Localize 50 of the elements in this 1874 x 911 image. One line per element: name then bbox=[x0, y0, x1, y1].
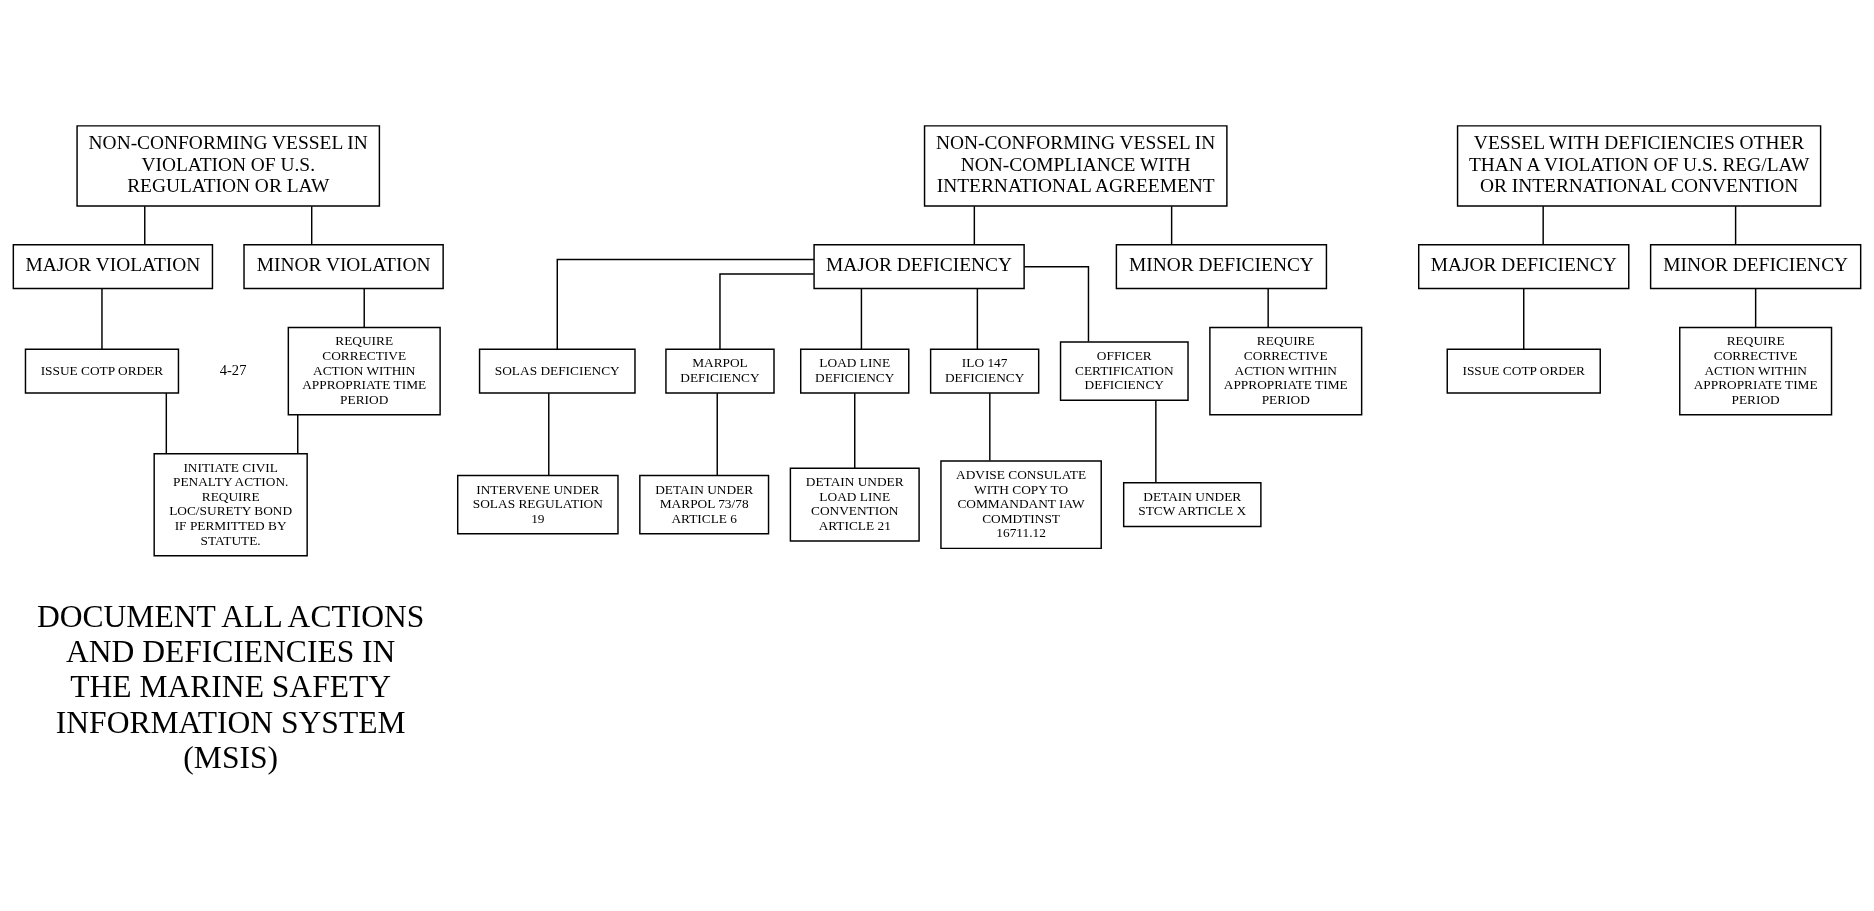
connector bbox=[1754, 288, 1757, 328]
node-box: MINOR DEFICIENCY bbox=[1115, 244, 1328, 290]
node-box: ISSUE COTP ORDER bbox=[24, 348, 180, 394]
node-box: DETAIN UNDER MARPOL 73/78 ARTICLE 6 bbox=[639, 474, 770, 535]
node-box: MINOR VIOLATION bbox=[243, 244, 444, 290]
connector bbox=[989, 392, 991, 462]
connector bbox=[144, 205, 146, 246]
connector bbox=[1023, 265, 1090, 343]
connector bbox=[556, 258, 815, 350]
node-box: OFFICER CERTIFICATION DEFICIENCY bbox=[1059, 341, 1189, 401]
node-box: REQUIRE CORRECTIVE ACTION WITHIN APPROPRIATE TIME PERIOD bbox=[287, 326, 441, 416]
node-box: NON-CONFORMING VESSEL IN VIOLATION OF U.S. REGULATION OR LAW bbox=[76, 125, 381, 207]
node-box: INITIATE CIVIL PENALTY ACTION. REQUIRE LOC/SURETY BOND IF PERMITTED BY STATUTE. bbox=[153, 452, 308, 557]
connector bbox=[860, 288, 863, 350]
connector bbox=[363, 288, 365, 328]
node-box: MAJOR DEFICIENCY bbox=[813, 244, 1025, 290]
connector bbox=[1267, 288, 1269, 328]
connector bbox=[101, 288, 103, 350]
node-box: INTERVENE UNDER SOLAS REGULATION 19 bbox=[456, 474, 619, 535]
node-box: SOLAS DEFICIENCY bbox=[478, 348, 636, 394]
connector bbox=[716, 392, 718, 476]
connector bbox=[1170, 205, 1173, 246]
connector bbox=[719, 273, 815, 350]
node-box: REQUIRE CORRECTIVE ACTION WITHIN APPROPRIATE TIME PERIOD bbox=[1209, 326, 1363, 416]
connector bbox=[854, 392, 856, 469]
node-box: MAJOR VIOLATION bbox=[12, 244, 214, 290]
label: 4-27 bbox=[219, 361, 247, 378]
connector bbox=[1542, 205, 1544, 246]
connector bbox=[548, 392, 550, 476]
node-box: ILO 147 DEFICIENCY bbox=[929, 348, 1040, 394]
connector bbox=[310, 205, 313, 246]
node-box: ISSUE COTP ORDER bbox=[1446, 348, 1601, 394]
connector bbox=[976, 288, 979, 350]
node-box: DETAIN UNDER LOAD LINE CONVENTION ARTICLE 21 bbox=[789, 467, 920, 542]
node-box: ADVISE CONSULATE WITH COPY TO COMMANDANT IAW COMDTINST 16711.12 bbox=[940, 460, 1102, 550]
node-box: LOAD LINE DEFICIENCY bbox=[800, 348, 910, 394]
node-box: MARPOL DEFICIENCY bbox=[665, 348, 775, 394]
connector bbox=[973, 205, 976, 246]
connector bbox=[297, 414, 299, 455]
label: DOCUMENT ALL ACTIONS AND DEFICIENCIES IN THE MARINE SAFETY INFORMATION SYSTEM (MSIS) bbox=[36, 599, 425, 775]
node-box: MINOR DEFICIENCY bbox=[1649, 244, 1862, 290]
connector bbox=[1155, 399, 1157, 484]
connector bbox=[1734, 205, 1737, 246]
connector bbox=[165, 392, 168, 454]
node-box: VESSEL WITH DEFICIENCIES OTHER THAN A VIOLATION OF U.S. REG/LAW OR INTERNATIONAL CONVENTION bbox=[1456, 125, 1822, 207]
connector bbox=[1523, 288, 1525, 350]
node-box: NON-CONFORMING VESSEL IN NON-COMPLIANCE WITH INTERNATIONAL AGREEMENT bbox=[923, 125, 1228, 207]
node-box: REQUIRE CORRECTIVE ACTION WITHIN APPROPRIATE TIME PERIOD bbox=[1679, 326, 1833, 416]
node-box: DETAIN UNDER STCW ARTICLE X bbox=[1122, 482, 1262, 528]
node-box: MAJOR DEFICIENCY bbox=[1418, 244, 1630, 290]
